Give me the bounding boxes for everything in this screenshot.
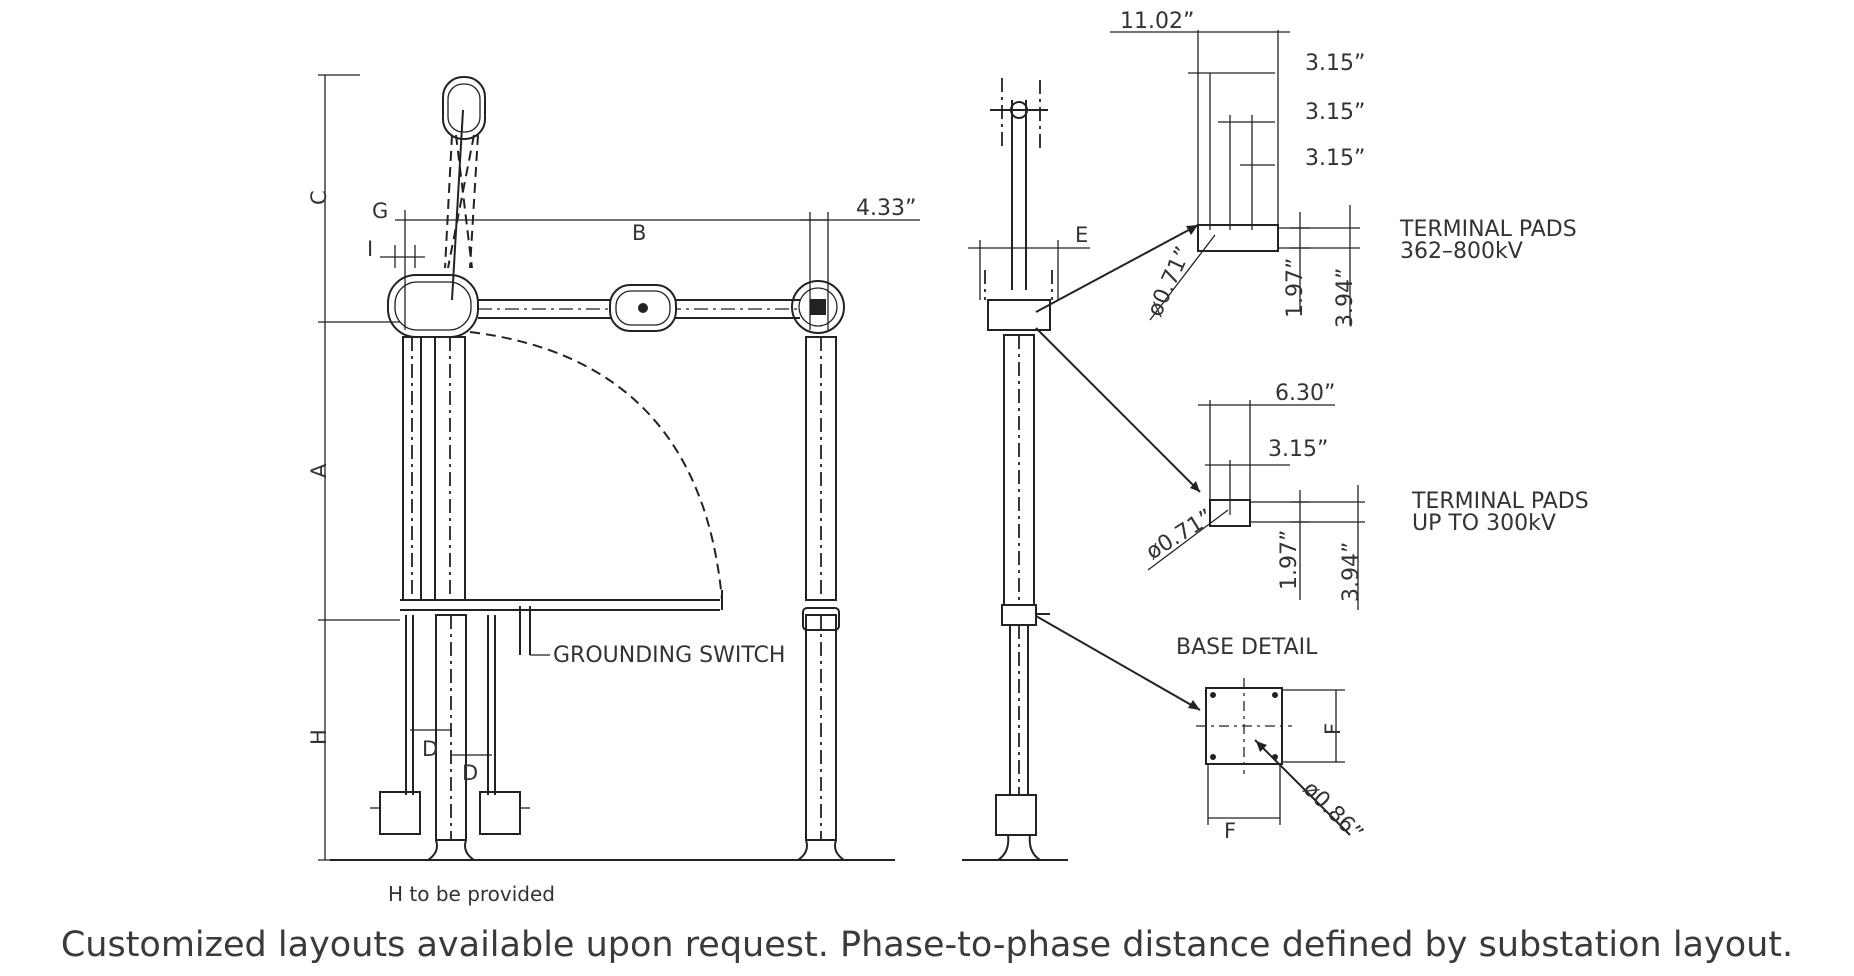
dim-6-30: 6.30” bbox=[1275, 381, 1335, 406]
main-caption: Customized layouts available upon reques… bbox=[60, 925, 1794, 965]
letter-b: B bbox=[632, 221, 646, 245]
dim-4-33: 4.33” bbox=[856, 196, 916, 221]
letter-i: I bbox=[367, 237, 373, 261]
letter-a: A bbox=[307, 463, 331, 478]
dim-3-15-b: 3.15” bbox=[1305, 100, 1365, 125]
h-note: H to be provided bbox=[388, 882, 555, 906]
terminal-pads-high-range: 362–800kV bbox=[1400, 239, 1523, 264]
dim-3-15-a: 3.15” bbox=[1305, 51, 1365, 76]
callout-labels: TERMINAL PADS 362–800kV TERMINAL PADS UP… bbox=[553, 217, 1589, 668]
dim-1-97-b: 1.97” bbox=[1277, 530, 1302, 590]
dia-0-71-b: ø0.71” bbox=[1142, 505, 1218, 565]
letter-g: G bbox=[372, 199, 388, 223]
letter-f-2: F bbox=[1224, 819, 1236, 843]
grounding-switch-label: GROUNDING SWITCH bbox=[553, 643, 785, 668]
dim-1-97-a: 1.97” bbox=[1283, 258, 1308, 318]
base-detail-label: BASE DETAIL bbox=[1176, 635, 1318, 660]
terminal-pads-low-label: TERMINAL PADS bbox=[1411, 489, 1589, 514]
letter-d-1: D bbox=[422, 737, 438, 761]
terminal-pads-high-detail bbox=[1110, 30, 1360, 325]
side-view bbox=[962, 78, 1201, 861]
terminal-pads-high-label: TERMINAL PADS bbox=[1399, 217, 1577, 242]
letter-f-1: F bbox=[1321, 723, 1345, 735]
dim-3-15-d: 3.15” bbox=[1268, 437, 1328, 462]
dim-3-94-a: 3.94” bbox=[1333, 268, 1358, 328]
dia-0-71-a: ø0.71” bbox=[1143, 243, 1197, 320]
dia-0-86: ø0.86” bbox=[1298, 777, 1368, 847]
letter-c: C bbox=[307, 190, 331, 205]
terminal-pads-low-range: UP TO 300kV bbox=[1412, 511, 1556, 536]
letter-d-2: D bbox=[462, 761, 478, 785]
dim-3-15-c: 3.15” bbox=[1305, 146, 1365, 171]
base-detail bbox=[1196, 678, 1351, 836]
letter-e: E bbox=[1075, 223, 1088, 247]
letter-h: H bbox=[307, 729, 331, 745]
front-view bbox=[318, 74, 920, 861]
terminal-pads-low-detail bbox=[1147, 400, 1365, 610]
dim-11-02: 11.02” bbox=[1120, 9, 1194, 34]
dim-3-94-b: 3.94” bbox=[1339, 542, 1364, 602]
